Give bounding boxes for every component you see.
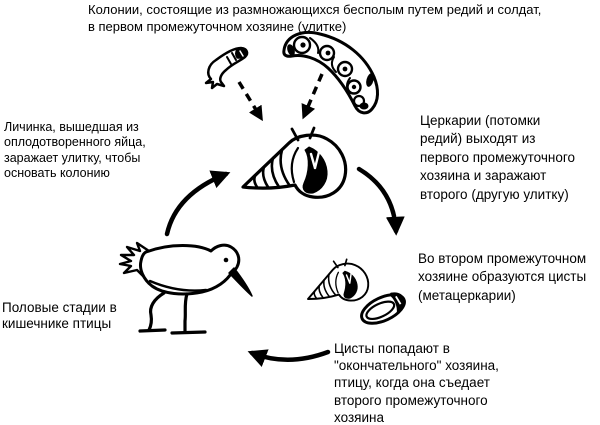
arrow-snail-to-second-host — [356, 166, 405, 236]
second-intermediate-snail-drawing — [303, 256, 371, 307]
label-cysts: Во втором промежуточном хозяине образуют… — [418, 251, 587, 303]
arrow-cysts-to-bird — [247, 349, 331, 367]
label-final-host: Цисты попадают в "окончательного" хозяин… — [334, 341, 499, 425]
first-intermediate-snail-drawing — [241, 126, 348, 199]
redia-colony-drawing — [282, 30, 379, 115]
bird-drawing — [118, 241, 253, 335]
redia-larva-drawing — [204, 46, 249, 90]
label-colonies: Колонии, состоящие из размножающихся бес… — [88, 2, 542, 34]
label-sexual-stages: Половые стадии в кишечнике птицы — [2, 300, 117, 332]
dashed-arrow-colony-to-snail — [301, 73, 324, 120]
arrow-bird-to-snail — [164, 170, 231, 237]
label-larva: Личинка, вышедшая из оплодотворенного яй… — [4, 120, 146, 181]
metacercaria-cyst-drawing — [360, 292, 406, 325]
label-cercariae: Церкарии (потомки редий) выходят из перв… — [420, 113, 576, 202]
dashed-arrow-redia-to-snail — [237, 81, 263, 122]
